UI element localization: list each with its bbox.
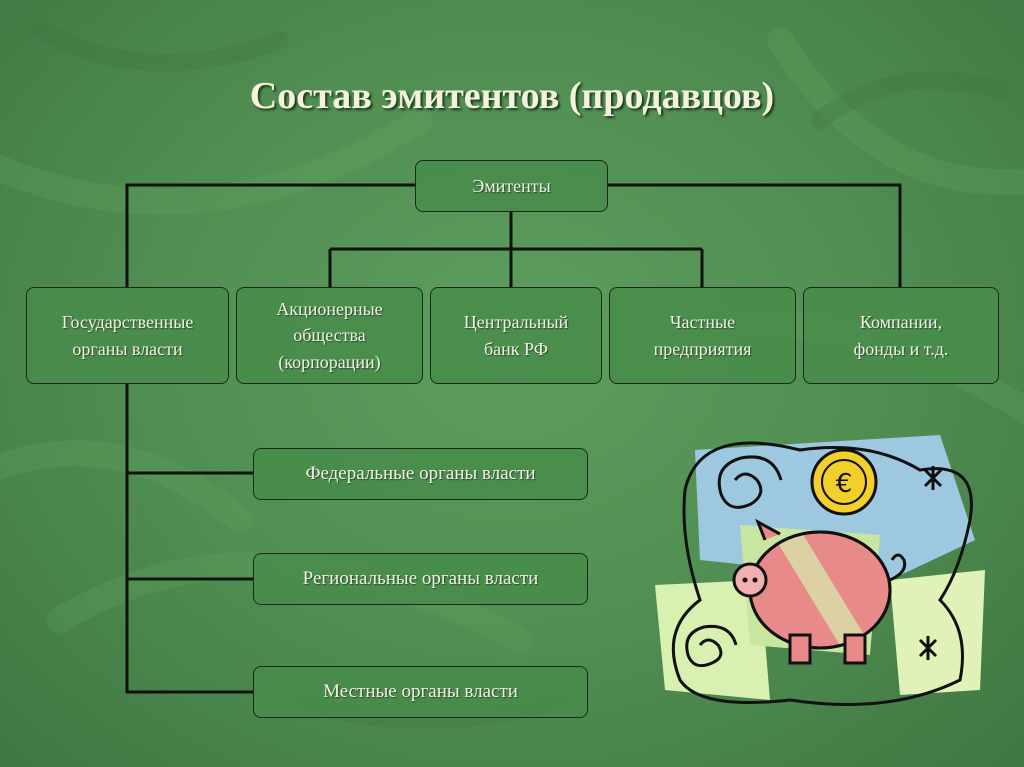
- root-node-label: Эмитенты: [472, 175, 551, 196]
- level-label: Региональные органы власти: [302, 568, 539, 590]
- level-local: Местные органы власти: [253, 666, 588, 718]
- level-federal: Федеральные органы власти: [253, 448, 588, 500]
- category-label: Частные предприятия: [653, 312, 752, 359]
- root-node-emitters: Эмитенты: [415, 160, 608, 212]
- category-label: Государственные органы власти: [61, 312, 194, 359]
- category-private: Частные предприятия: [609, 287, 796, 384]
- category-label: Акционерные общества (корпорации): [276, 299, 383, 372]
- category-government: Государственные органы власти: [26, 287, 229, 384]
- piggy-bank-illustration: €: [655, 435, 985, 706]
- slide-title: Состав эмитентов (продавцов): [249, 75, 775, 117]
- category-central-bank: Центральный банк РФ: [430, 287, 602, 384]
- category-joint-stock: Акционерные общества (корпорации): [236, 287, 423, 384]
- level-label: Федеральные органы власти: [305, 463, 536, 485]
- level-regional: Региональные органы власти: [253, 553, 588, 605]
- category-label: Компании, фонды и т.д.: [853, 312, 949, 359]
- svg-text:€: €: [836, 469, 853, 499]
- level-label: Местные органы власти: [323, 681, 518, 703]
- category-label: Центральный банк РФ: [463, 312, 569, 359]
- category-companies-funds: Компании, фонды и т.д.: [803, 287, 999, 384]
